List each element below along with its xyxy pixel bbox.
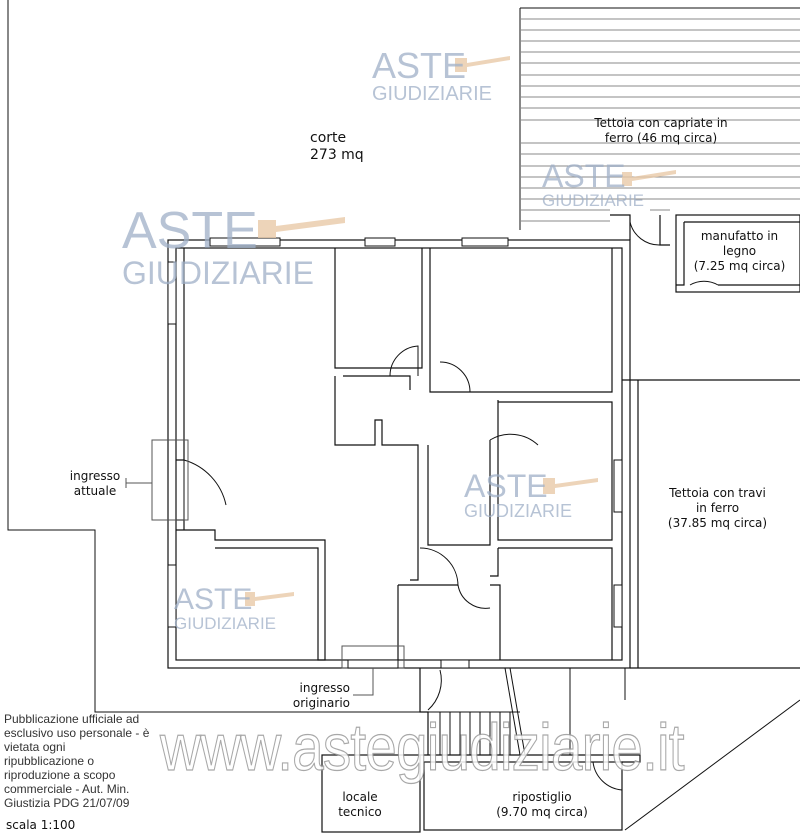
label-line: tecnico: [338, 805, 382, 819]
label-line: ripostiglio: [512, 790, 572, 804]
label-manufatto: manufatto in legno (7.25 mq circa): [682, 229, 797, 274]
label-ripostiglio: ripostiglio (9.70 mq circa): [482, 790, 602, 820]
label-corte: corte 273 mq: [310, 130, 364, 164]
logo-text: GIUDIZIARIE: [542, 191, 645, 210]
label-tettoia-travi: Tettoia con travi in ferro (37.85 mq cir…: [650, 486, 785, 531]
watermark-logo: ASTE GIUDIZIARIE: [122, 205, 314, 289]
label-line: legno: [722, 244, 757, 258]
label-line: (9.70 mq circa): [496, 805, 588, 819]
door-ingresso-attuale: [183, 459, 227, 520]
label-line: (7.25 mq circa): [693, 259, 786, 273]
corte-label: corte: [310, 130, 347, 146]
notice-line: ripubblicazione o riproduzione a scopo c…: [4, 754, 130, 810]
stairs: [428, 667, 526, 756]
logo-text: ASTE: [174, 583, 253, 616]
watermark-site: www.astegiudiziarie.it: [159, 710, 685, 784]
label-ingresso-originario: ingresso originario: [274, 681, 350, 711]
label-line: Tettoia con travi: [669, 486, 766, 500]
corte-area: 273 mq: [310, 147, 364, 163]
scale-label: scala 1:100: [6, 818, 76, 832]
door-swings: [125, 221, 719, 791]
windows: [167, 237, 623, 669]
label-locale-tecnico: locale tecnico: [330, 790, 390, 820]
label-line: ferro (46 mq circa): [604, 131, 718, 145]
logo-text: ASTE: [464, 468, 548, 504]
label-tettoia-capriate: Tettoia con capriate in ferro (46 mq cir…: [566, 116, 756, 146]
gavel-icon: [245, 592, 294, 606]
gavel-icon: [622, 170, 676, 186]
label-line: in ferro: [695, 501, 740, 515]
label-ingresso-attuale: ingresso attuale: [62, 469, 128, 499]
logo-text: GIUDIZIARIE: [372, 83, 493, 105]
watermark-logo: ASTE GIUDIZIARIE: [464, 470, 572, 520]
logo-text: GIUDIZIARIE: [122, 255, 315, 291]
logo-text: GIUDIZIARIE: [174, 614, 277, 633]
logo-text: ASTE: [122, 202, 258, 260]
notice-line: Pubblicazione ufficiale ad esclusivo uso…: [4, 712, 150, 754]
tettoia-hatching: [520, 18, 800, 222]
label-line: attuale: [73, 484, 117, 498]
logo-text: ASTE: [542, 158, 626, 194]
logo-text: ASTE: [372, 45, 467, 86]
logo-text: GIUDIZIARIE: [464, 501, 573, 521]
gavel-icon: [455, 56, 510, 72]
watermark-logo: ASTE GIUDIZIARIE: [372, 45, 493, 105]
label-line: manufatto in: [700, 229, 779, 243]
lot-boundary-diagonal: [624, 699, 800, 831]
watermark-notice: Pubblicazione ufficiale ad esclusivo uso…: [4, 712, 156, 810]
lot-boundary: [7, 0, 420, 713]
label-line: Tettoia con capriate in: [594, 116, 728, 130]
gavel-icon: [543, 478, 598, 494]
gavel-icons: [245, 56, 676, 606]
watermark-logo: ASTE GIUDIZIARIE: [542, 160, 644, 209]
label-line: ingresso: [69, 469, 121, 483]
label-line: (37.85 mq circa): [667, 516, 768, 530]
watermark-logo: ASTE GIUDIZIARIE: [174, 583, 277, 633]
label-line: originario: [292, 696, 350, 710]
label-line: ingresso: [299, 681, 350, 695]
gavel-icon: [258, 217, 345, 238]
label-line: locale: [342, 790, 378, 804]
